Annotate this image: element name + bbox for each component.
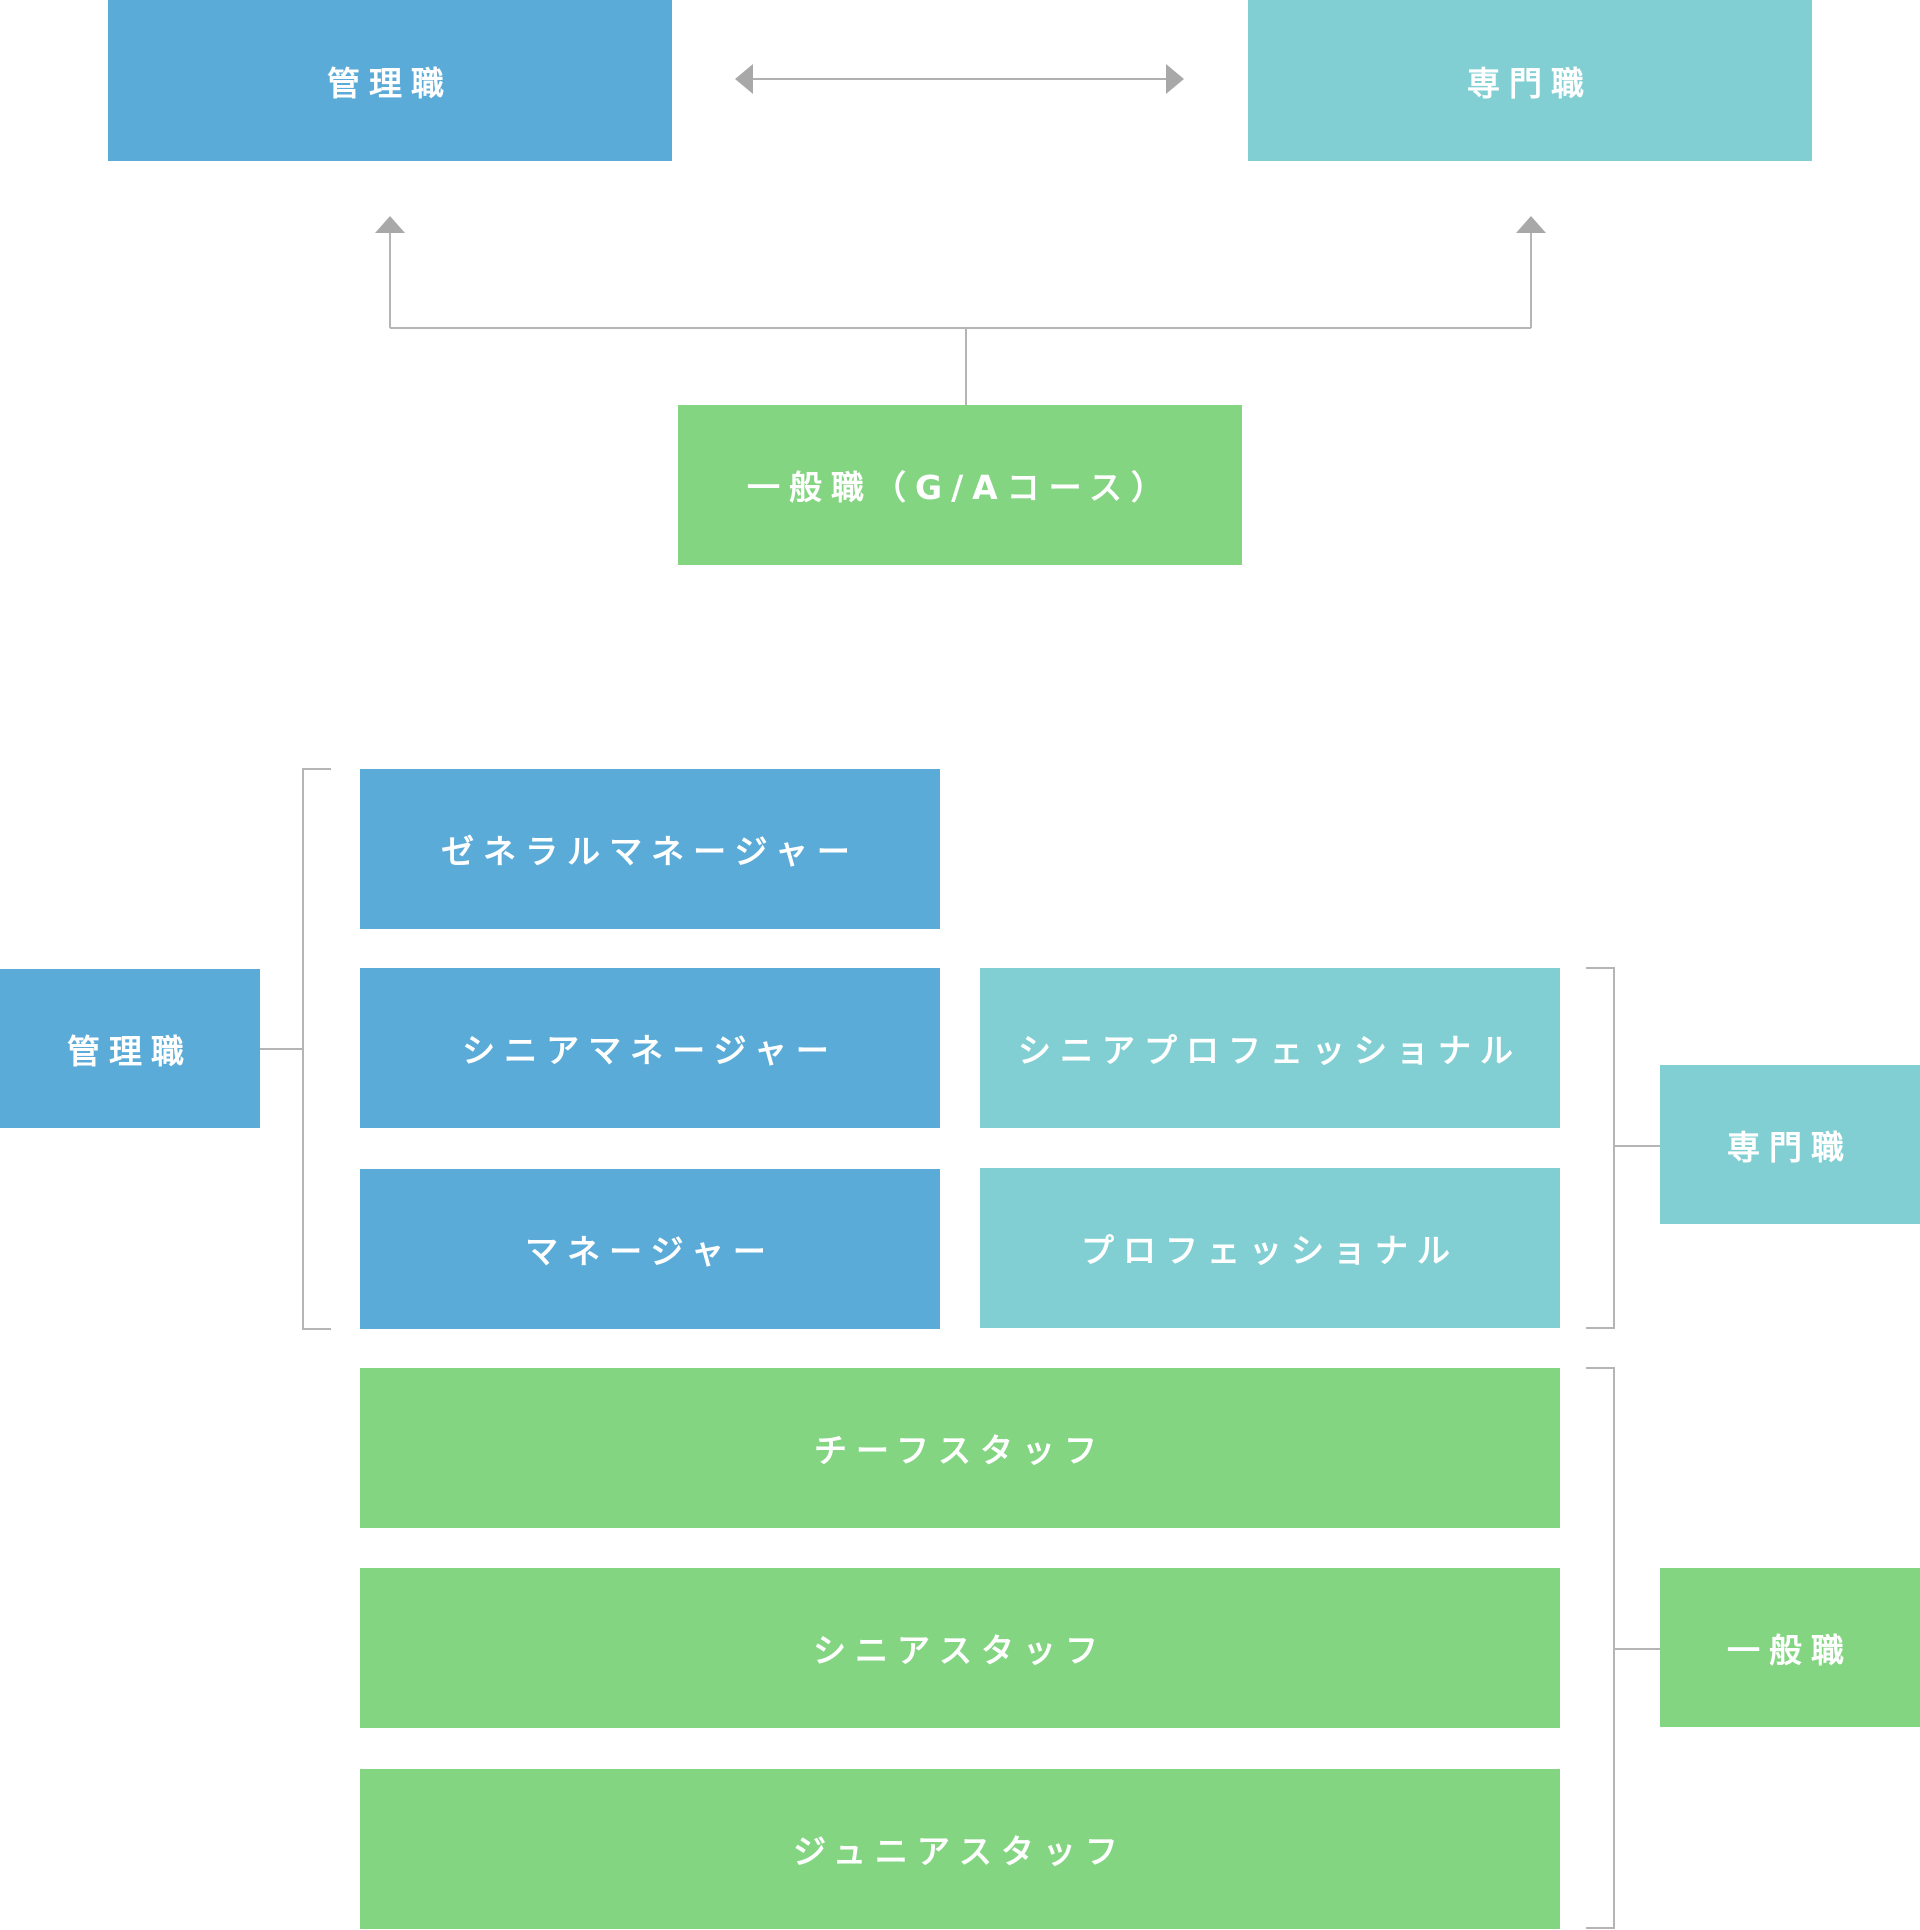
manager-box: マネージャー xyxy=(360,1169,940,1329)
management-track-box: 管理職 xyxy=(108,0,672,161)
senior-staff-box: シニアスタッフ xyxy=(360,1568,1560,1728)
specialist-group-label: 専門職 xyxy=(1727,1127,1853,1167)
professional-box: プロフェッショナル xyxy=(980,1168,1560,1328)
professional-label: プロフェッショナル xyxy=(1081,1231,1459,1270)
junior-staff-label: ジュニアスタッフ xyxy=(793,1832,1127,1871)
senior-staff-label: シニアスタッフ xyxy=(813,1631,1107,1670)
specialist-bracket xyxy=(1586,967,1615,1329)
general-group-label: 一般職 xyxy=(1727,1630,1853,1670)
arrowhead-up-left xyxy=(375,216,405,233)
manager-label: マネージャー xyxy=(525,1232,775,1271)
management-track-label: 管理職 xyxy=(327,63,453,103)
general-course-label: 一般職（G/Aコース） xyxy=(746,468,1174,507)
management-group-label: 管理職 xyxy=(67,1031,193,1071)
specialist-group-box: 専門職 xyxy=(1660,1065,1920,1224)
general-manager-label: ゼネラルマネージャー xyxy=(441,832,859,871)
specialist-track-label: 専門職 xyxy=(1467,63,1593,103)
management-bracket xyxy=(302,768,331,1330)
chief-staff-box: チーフスタッフ xyxy=(360,1368,1560,1528)
general-group-box: 一般職 xyxy=(1660,1568,1920,1727)
general-course-box: 一般職（G/Aコース） xyxy=(678,405,1242,565)
management-group-box: 管理職 xyxy=(0,969,260,1128)
senior-manager-label: シニアマネージャー xyxy=(462,1031,838,1070)
senior-professional-box: シニアプロフェッショナル xyxy=(980,968,1560,1128)
senior-manager-box: シニアマネージャー xyxy=(360,968,940,1128)
general-manager-box: ゼネラルマネージャー xyxy=(360,769,940,929)
junior-staff-box: ジュニアスタッフ xyxy=(360,1769,1560,1929)
chief-staff-label: チーフスタッフ xyxy=(813,1431,1107,1470)
general-bracket xyxy=(1586,1367,1615,1929)
arrowhead-up-right xyxy=(1516,216,1546,233)
arrowhead-right xyxy=(1166,64,1184,94)
arrowhead-left xyxy=(735,64,753,94)
specialist-track-box: 専門職 xyxy=(1248,0,1812,161)
senior-professional-label: シニアプロフェッショナル xyxy=(1018,1031,1522,1070)
